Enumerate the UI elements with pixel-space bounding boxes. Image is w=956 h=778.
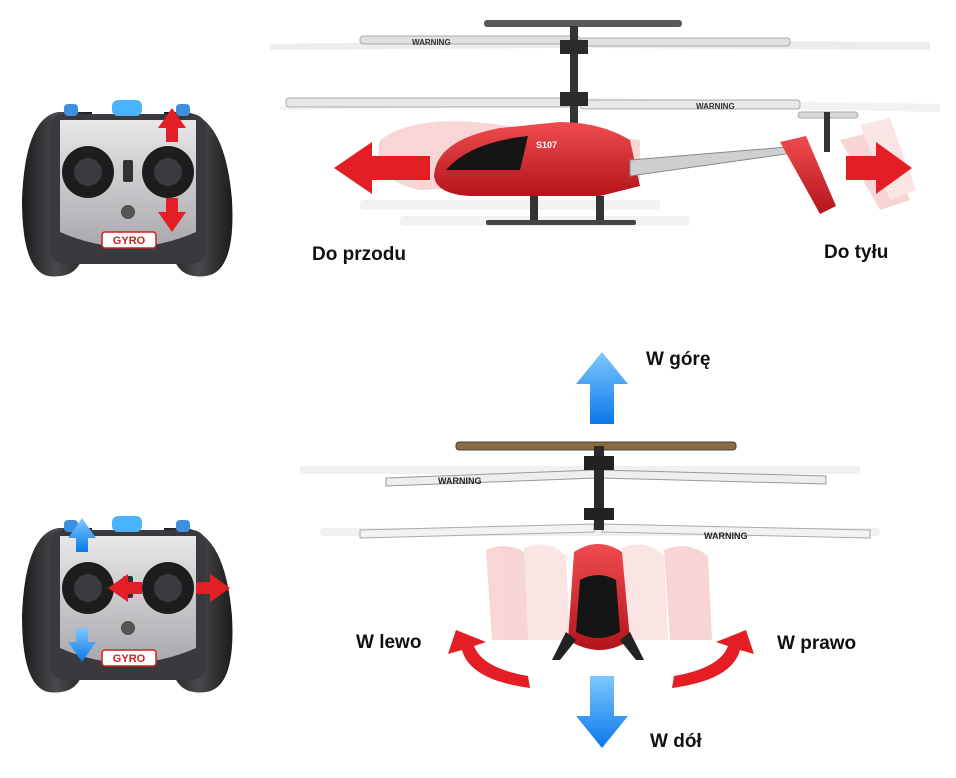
blade-warning-bottom-1: WARNING (438, 476, 482, 486)
label-forward: Do przodu (312, 244, 406, 266)
helicopter-front-canopy (576, 575, 620, 638)
remote-top-power-led (112, 100, 142, 116)
blade-warning-top-1: WARNING (412, 38, 451, 47)
helicopter-side-view: WARNING WARNING S107 (270, 20, 940, 226)
remote-top: GYRO (22, 100, 232, 276)
blade-warning-top-2: WARNING (696, 102, 735, 111)
label-up: W górę (646, 349, 710, 371)
label-left: W lewo (356, 632, 421, 654)
label-down: W dół (650, 731, 702, 753)
remote-bottom-power-led (112, 516, 142, 532)
up-arrow (576, 352, 628, 424)
helicopter-front-view: WARNING WARNING (300, 442, 880, 660)
remote-bottom: GYRO (22, 516, 232, 692)
helicopter-model-number: S107 (536, 140, 557, 150)
label-backward: Do tyłu (824, 242, 888, 264)
remote-top-gyro-text: GYRO (113, 235, 146, 247)
down-arrow (576, 676, 628, 748)
remote-bottom-gyro-text: GYRO (113, 653, 146, 665)
label-right: W prawo (777, 633, 856, 655)
blade-warning-bottom-2: WARNING (704, 531, 748, 541)
